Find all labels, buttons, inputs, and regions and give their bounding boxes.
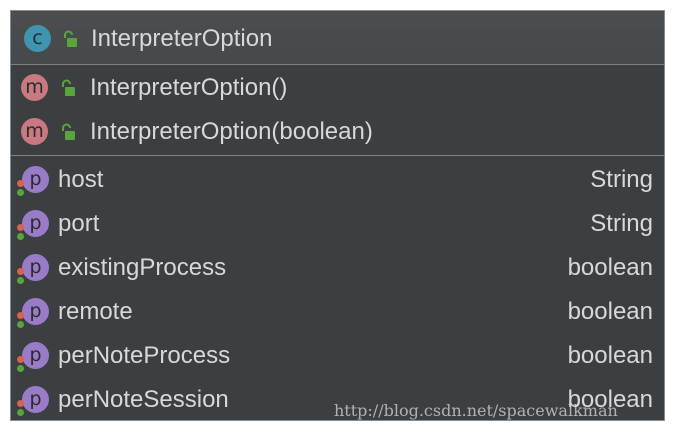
class-c-icon: c bbox=[24, 25, 51, 52]
field-type: boolean bbox=[567, 254, 653, 281]
methods-section: m InterpreterOption() m InterpreterOptio… bbox=[11, 65, 664, 156]
class-header: c InterpreterOption bbox=[11, 11, 664, 65]
field-access-dot-icon bbox=[17, 400, 24, 407]
field-row: p remote boolean bbox=[11, 290, 664, 334]
field-type: boolean bbox=[567, 386, 653, 413]
field-access-dot-icon bbox=[17, 224, 24, 231]
watermark-url: http://blog.csdn.net/spacewalkman bbox=[334, 401, 618, 420]
property-access-dot-icon bbox=[17, 233, 24, 240]
property-p-icon: p bbox=[22, 298, 49, 325]
field-row: p perNoteSession boolean bbox=[11, 378, 664, 420]
method-row: m InterpreterOption() bbox=[11, 66, 664, 110]
property-p-icon: p bbox=[22, 166, 49, 193]
field-type: String bbox=[590, 210, 653, 237]
public-lock-icon bbox=[62, 79, 75, 96]
property-access-dot-icon bbox=[17, 277, 24, 284]
property-access-dot-icon bbox=[17, 189, 24, 196]
public-lock-icon bbox=[62, 123, 75, 140]
field-row: p perNoteProcess boolean bbox=[11, 334, 664, 378]
field-row: p port String bbox=[11, 202, 664, 246]
field-name: port bbox=[58, 210, 100, 237]
property-p-icon: p bbox=[22, 210, 49, 237]
field-access-dot-icon bbox=[17, 180, 24, 187]
property-access-dot-icon bbox=[17, 365, 24, 372]
method-m-icon: m bbox=[21, 74, 48, 101]
public-lock-icon bbox=[64, 30, 77, 47]
method-row: m InterpreterOption(boolean) bbox=[11, 110, 664, 154]
method-label: InterpreterOption(boolean) bbox=[90, 118, 373, 145]
field-type: boolean bbox=[567, 298, 653, 325]
field-access-dot-icon bbox=[17, 356, 24, 363]
field-access-dot-icon bbox=[17, 312, 24, 319]
property-p-icon: p bbox=[22, 386, 49, 413]
field-row: p host String bbox=[11, 158, 664, 202]
field-name: perNoteSession bbox=[58, 386, 229, 413]
property-p-icon: p bbox=[22, 342, 49, 369]
field-name: perNoteProcess bbox=[58, 342, 231, 369]
field-type: String bbox=[590, 166, 653, 193]
property-access-dot-icon bbox=[17, 409, 24, 416]
method-label: InterpreterOption() bbox=[90, 74, 288, 101]
property-access-dot-icon bbox=[17, 321, 24, 328]
uml-class-box: c InterpreterOption m InterpreterOption(… bbox=[10, 10, 665, 421]
field-name: remote bbox=[58, 298, 133, 325]
class-name: InterpreterOption bbox=[91, 25, 273, 52]
field-name: host bbox=[58, 166, 104, 193]
field-access-dot-icon bbox=[17, 268, 24, 275]
field-name: existingProcess bbox=[58, 254, 227, 281]
method-m-icon: m bbox=[21, 118, 48, 145]
field-row: p existingProcess boolean bbox=[11, 246, 664, 290]
field-type: boolean bbox=[567, 342, 653, 369]
fields-section: p host String p port String p existingPr… bbox=[11, 156, 664, 420]
property-p-icon: p bbox=[22, 254, 49, 281]
